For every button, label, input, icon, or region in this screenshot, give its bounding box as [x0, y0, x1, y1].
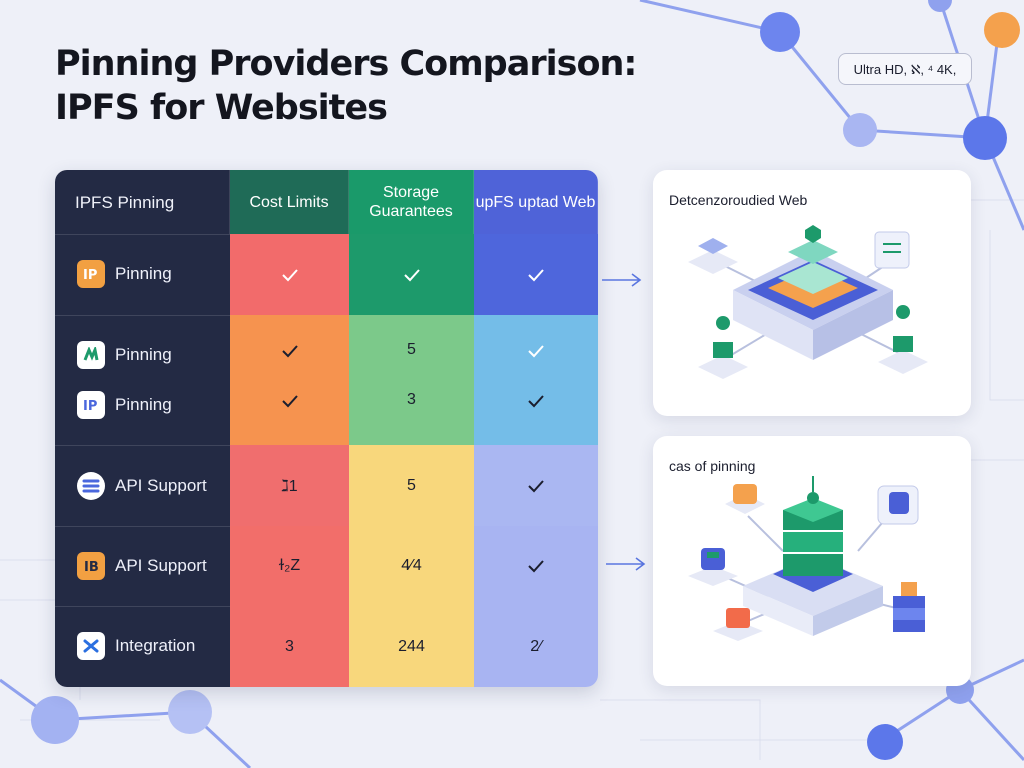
- header-provider: IPFS Pinning: [55, 170, 230, 234]
- storage-cell: [349, 234, 474, 315]
- storage-column: Storage Guarantees 5 3 5 4⁄4 244: [349, 170, 474, 687]
- page-title-line-2: IPFS for Websites: [55, 88, 388, 128]
- provider-column: IPFS Pinning IP Pinning Pinning IP Pinni…: [55, 170, 230, 687]
- ipfs-logo-icon: IP: [77, 391, 105, 419]
- check-icon: [281, 345, 298, 358]
- provider-row-5[interactable]: IB API Support: [55, 546, 230, 586]
- cost-cell: [230, 315, 349, 445]
- cost-cell: ℷ1: [230, 445, 349, 526]
- check-icon: [528, 345, 544, 358]
- storage-value: 3: [407, 391, 416, 408]
- storage-value: 5: [407, 341, 416, 358]
- pinata-logo-icon: [77, 341, 105, 369]
- check-icon: [528, 560, 544, 573]
- cost-cell: 3: [230, 606, 349, 687]
- stack-logo-icon: [77, 472, 105, 500]
- provider-label: Pinning: [115, 395, 172, 414]
- provider-label: API Support: [115, 556, 207, 575]
- provider-label: Pinning: [115, 264, 172, 283]
- svg-text:IP: IP: [83, 268, 97, 282]
- ipfs-logo-icon: IP: [77, 260, 105, 288]
- storage-cell: 5: [349, 445, 474, 526]
- provider-label: Integration: [115, 636, 196, 655]
- provider-row-4[interactable]: API Support: [55, 466, 230, 506]
- svg-text:IB: IB: [84, 560, 99, 574]
- card-title: Detcenzoroudied Web: [669, 192, 808, 208]
- page-title: Pinning Providers Comparison: IPFS for W…: [55, 42, 637, 130]
- web-cell: [474, 526, 598, 606]
- card-title: cas of pinning: [669, 458, 756, 474]
- check-icon: [403, 268, 420, 281]
- header-cost: Cost Limits: [230, 170, 349, 234]
- ib-logo-icon: IB: [77, 552, 105, 580]
- check-icon: [528, 395, 544, 408]
- storage-cell: 244: [349, 606, 474, 687]
- provider-label: API Support: [115, 476, 207, 495]
- provider-row-3[interactable]: IP Pinning: [55, 385, 230, 425]
- provider-row-1[interactable]: IP Pinning: [55, 254, 230, 294]
- svg-text:IP: IP: [83, 399, 97, 413]
- cost-cell: ɫ₂Z: [230, 526, 349, 606]
- web-column: upFS uptad Web 2⁄: [474, 170, 598, 687]
- header-web: upFS uptad Web: [474, 170, 598, 234]
- decentralized-web-illustration: [688, 225, 928, 379]
- cost-cell: [230, 234, 349, 315]
- comparison-table: IPFS Pinning IP Pinning Pinning IP Pinni…: [55, 170, 598, 687]
- web-cell: [474, 315, 598, 445]
- web-cell: [474, 234, 598, 315]
- check-icon: [281, 395, 298, 408]
- storage-cell: 4⁄4: [349, 526, 474, 606]
- decentralized-web-card: Detcenzoroudied Web: [653, 170, 971, 416]
- provider-row-6[interactable]: Integration: [55, 626, 230, 666]
- web-cell: [474, 445, 598, 526]
- check-icon: [528, 479, 544, 492]
- header-storage: Storage Guarantees: [349, 170, 474, 234]
- provider-label: Pinning: [115, 345, 172, 364]
- pinning-illustration: [688, 476, 925, 641]
- check-icon: [528, 268, 544, 281]
- cost-column: Cost Limits ℷ1 ɫ₂Z 3: [230, 170, 349, 687]
- x-logo-icon: [77, 632, 105, 660]
- storage-cell: 5 3: [349, 315, 474, 445]
- page-title-line-1: Pinning Providers Comparison:: [55, 44, 637, 84]
- pinning-card: cas of pinning: [653, 436, 971, 686]
- provider-row-2[interactable]: Pinning: [55, 335, 230, 375]
- web-cell: 2⁄: [474, 606, 598, 687]
- check-icon: [281, 268, 298, 281]
- arrow-right-icon: [606, 557, 646, 571]
- resolution-badge: Ultra HD, ℵ, ⁴ 4K,: [838, 53, 972, 85]
- arrow-right-icon: [602, 273, 642, 287]
